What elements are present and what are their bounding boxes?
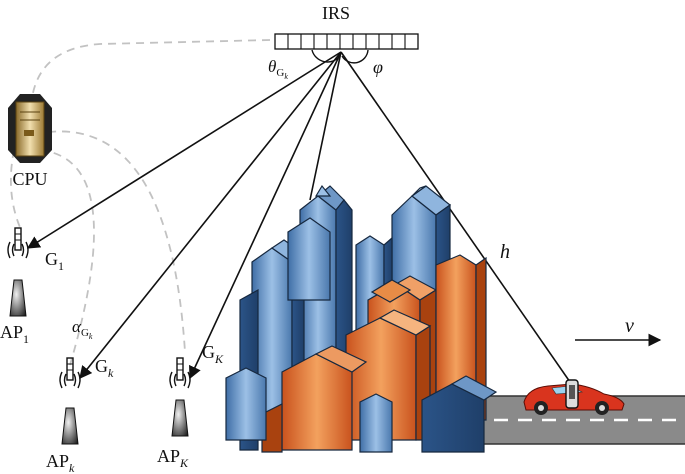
city-buildings-icon	[225, 184, 498, 453]
g1-label: G1	[45, 249, 64, 273]
antenna-tower-icon	[59, 357, 81, 445]
irs-links	[26, 51, 571, 383]
theta-label: θGk	[268, 57, 288, 81]
alpha-label: αGk	[72, 317, 93, 341]
cpu-ap1-link	[10, 149, 23, 233]
cpu-apk-link	[39, 149, 95, 366]
link-irs-apk	[79, 51, 342, 379]
antenna-tower-icon	[169, 357, 191, 437]
cpu-label: CPU	[12, 169, 47, 189]
car-icon	[523, 379, 625, 415]
backhaul-links	[10, 39, 271, 366]
cpu-irs-link	[31, 39, 271, 99]
server-icon	[8, 94, 52, 163]
link-irs-apK	[189, 51, 342, 380]
irs-panel	[274, 33, 419, 50]
link-irs-car	[340, 51, 571, 383]
phi-label: φ	[373, 57, 383, 77]
irs-label: IRS	[322, 3, 350, 23]
velocity-label: v	[625, 315, 634, 337]
channel-h-label: h	[500, 241, 510, 263]
apK-label: APK	[157, 446, 189, 470]
ap1-label: AP1	[0, 322, 29, 346]
gK-label: GK	[202, 342, 224, 366]
link-irs-city	[309, 51, 342, 201]
link-irs-ap1	[26, 51, 342, 249]
phi-arc	[341, 49, 369, 64]
apk-label: APk	[46, 451, 75, 474]
gk-label: Gk	[95, 356, 114, 380]
antenna-tower-icon	[7, 227, 29, 317]
cpu-apK-link	[47, 130, 186, 353]
